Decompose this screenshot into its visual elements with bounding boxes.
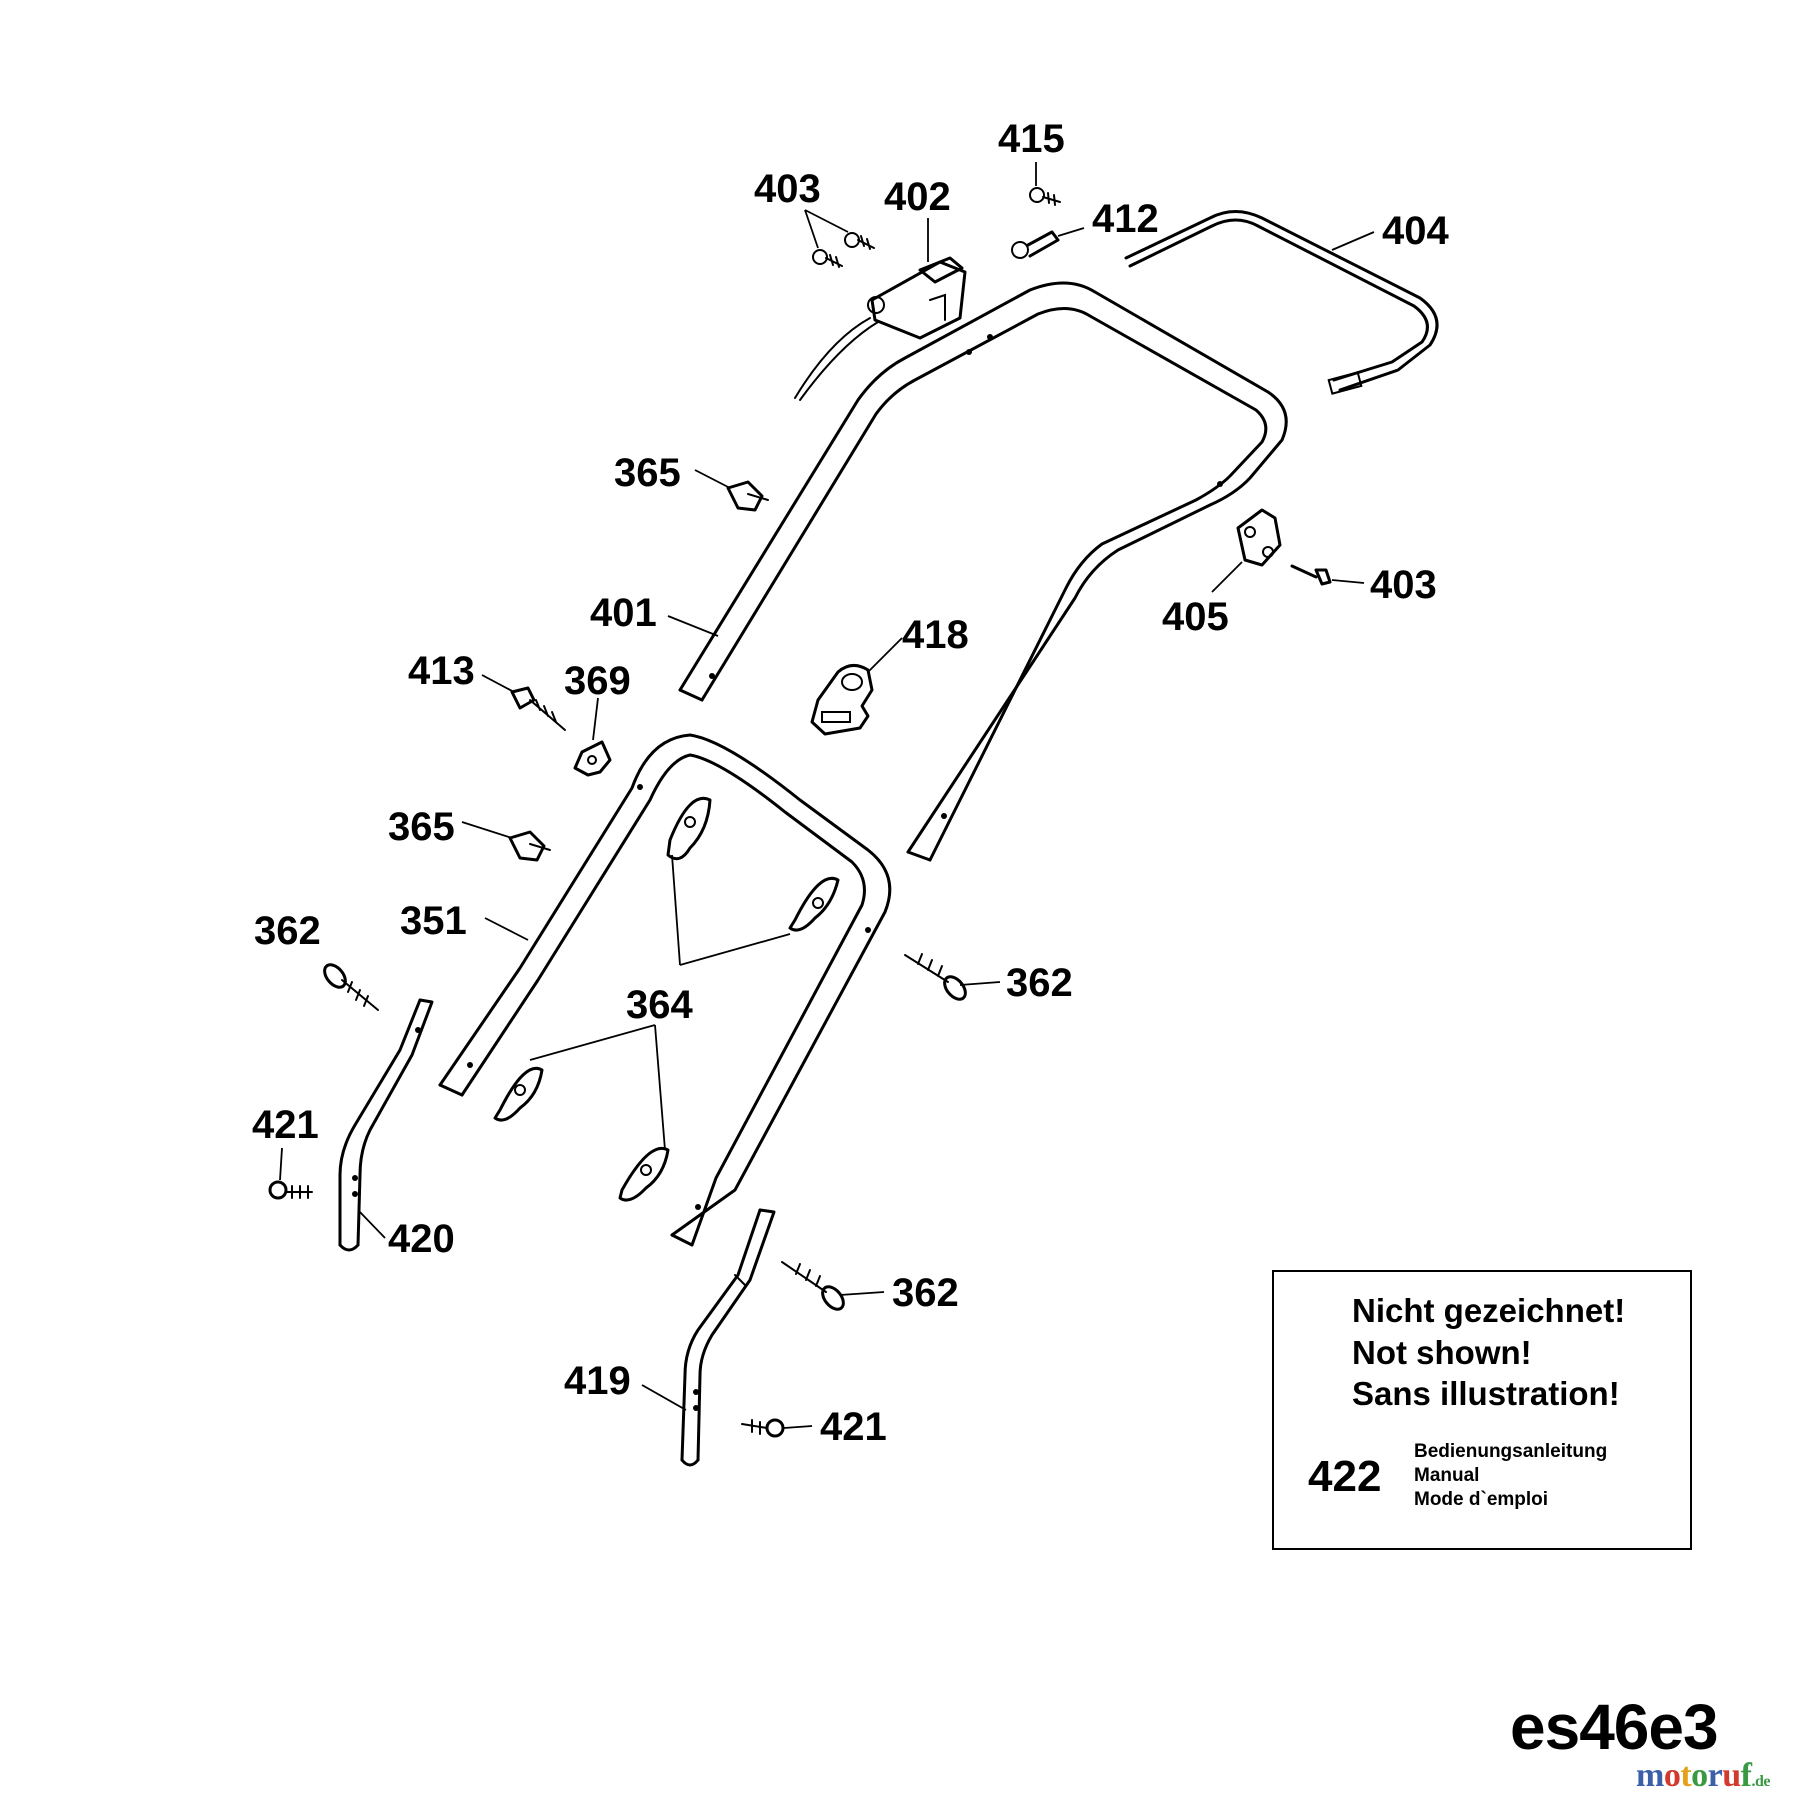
cable-holder-418 [810,664,874,736]
cable-clip-365-lower [508,830,551,862]
wing-nut-364-b [788,877,840,932]
watermark-letter: o [1663,1757,1681,1794]
watermark-text: motoruf [1636,1757,1752,1794]
note-line-french: Sans illustration! [1352,1375,1620,1412]
screw-415 [1029,187,1061,206]
callout-362-mid: 362 [1006,961,1073,1005]
callout-labels: 415 403 402 412 404 365 401 403 405 418 … [252,117,1449,1449]
screw-421-right [741,1418,785,1438]
callout-421-left: 421 [252,1103,319,1147]
cable-clip-365-upper [726,480,769,512]
callout-419: 419 [564,1359,631,1403]
bracket-405 [1236,508,1282,567]
watermark-letter: r [1707,1757,1723,1794]
watermark-letter: f [1740,1757,1752,1794]
screw-403-top-b [812,249,843,268]
screw-403-right [1290,564,1332,586]
callout-401: 401 [590,591,657,635]
leader-lines [279,162,1375,1429]
clamp-369 [573,740,612,777]
watermark-letter: t [1680,1757,1692,1794]
screw-403-top-a [844,232,875,250]
watermark-letter: m [1636,1757,1664,1794]
bolt-362-bottom [781,1261,845,1311]
lower-tube-419 [680,1208,776,1467]
manual-part-number: 422 [1308,1452,1382,1501]
wing-nut-364-c [493,1067,544,1122]
callout-405: 405 [1162,595,1229,639]
not-shown-note-box: Nicht gezeichnet! Not shown! Sans illust… [1272,1270,1692,1550]
callout-421-right: 421 [820,1405,887,1449]
watermark-letter: o [1691,1757,1708,1794]
callout-402: 402 [884,175,951,219]
switch-box-402 [794,256,967,401]
watermark-letter: u [1722,1757,1741,1794]
handle-bar-404 [1124,210,1439,395]
callout-415: 415 [998,117,1065,161]
lower-tube-420 [338,998,434,1252]
callout-413: 413 [408,649,475,693]
callout-362-left: 362 [254,909,321,953]
model-code: es46e3 [1510,1691,1719,1763]
manual-label-english: Manual [1414,1465,1480,1486]
note-line-german: Nicht gezeichnet! [1352,1292,1626,1329]
note-line-english: Not shown! [1352,1334,1532,1371]
callout-365-upper: 365 [614,451,681,495]
callout-365-lower: 365 [388,805,455,849]
watermark-suffix: .de [1751,1773,1771,1790]
wing-nut-364-a [666,797,712,861]
bolt-362-left [323,963,379,1011]
callout-403-top: 403 [754,167,821,211]
screw-421-left [268,1180,313,1200]
callout-351: 351 [400,899,467,943]
cable-clip-412 [1011,230,1060,259]
screw-413 [510,686,566,731]
callout-404: 404 [1382,209,1449,253]
lower-handle-351 [438,733,892,1247]
callout-420: 420 [388,1217,455,1261]
callout-418: 418 [902,613,969,657]
manual-label-french: Mode d`emploi [1414,1489,1549,1510]
callout-364: 364 [626,983,693,1027]
wing-nut-364-d [618,1147,670,1202]
site-watermark-logo: motoruf.de [1636,1757,1770,1795]
callout-403-right: 403 [1370,563,1437,607]
bolt-362-mid [904,953,967,1001]
upper-handle-401 [678,281,1288,862]
callout-412: 412 [1092,197,1159,241]
manual-label-german: Bedienungsanleitung [1414,1441,1608,1462]
callout-362-bottom: 362 [892,1271,959,1315]
callout-369: 369 [564,659,631,703]
